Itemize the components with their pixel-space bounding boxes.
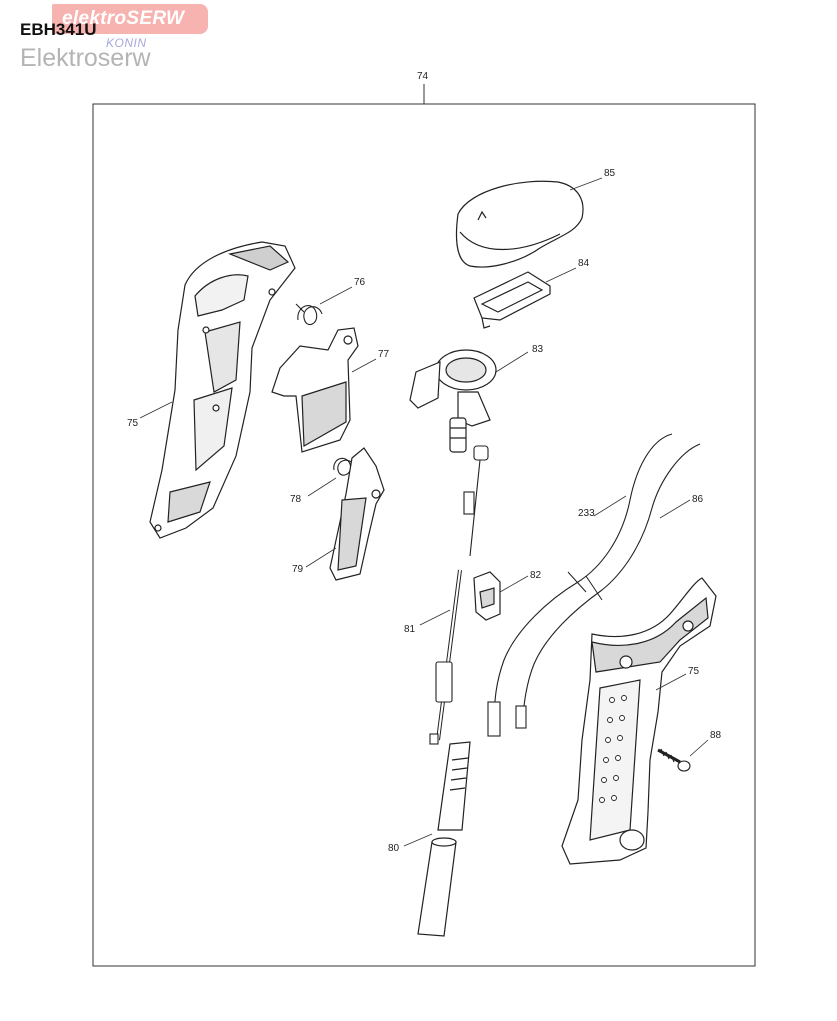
part-78-label: 78 xyxy=(290,494,302,505)
handle-left-half-part xyxy=(149,241,296,539)
watermark-brand: elektroSERW xyxy=(62,8,185,29)
switch-holder-part-83 xyxy=(409,349,497,453)
watermark-name: Elektroserw xyxy=(20,44,151,72)
cover-part-85 xyxy=(455,180,584,268)
part-84-label: 84 xyxy=(578,258,590,269)
rod-part-81 xyxy=(429,445,489,745)
handle-right-half-part xyxy=(561,577,717,865)
throttle-lever-part-77 xyxy=(271,327,359,453)
block-part-82 xyxy=(473,571,501,621)
part-83-label: 83 xyxy=(532,344,544,355)
lock-lever-part-79 xyxy=(329,447,385,581)
part-76-label: 76 xyxy=(354,277,366,288)
frame-part-84 xyxy=(473,271,551,329)
spring-part-78 xyxy=(333,457,355,476)
part-82-label: 82 xyxy=(530,570,542,581)
watermark-city: KONIN xyxy=(106,36,147,50)
watermark-logo-badge: elektroSERW xyxy=(52,4,208,34)
cable-break-mark xyxy=(567,571,603,601)
part-77-label: 77 xyxy=(378,349,390,360)
assembly-frame xyxy=(92,103,756,967)
model-title: EBH341U xyxy=(20,20,97,39)
spring-part-76 xyxy=(295,303,323,326)
part-233-label: 233 xyxy=(578,508,595,519)
tube-part-80 xyxy=(417,741,471,937)
part-80-label: 80 xyxy=(388,843,400,854)
cable-part-233 xyxy=(487,433,673,737)
part-88-label: 88 xyxy=(710,730,722,741)
cable-part-86 xyxy=(515,443,701,729)
part-75-left-label: 75 xyxy=(127,418,139,429)
part-85-label: 85 xyxy=(604,168,616,179)
part-81-label: 81 xyxy=(404,624,416,635)
part-86-label: 86 xyxy=(692,494,704,505)
assembly-label: 74 xyxy=(417,71,429,82)
part-79-label: 79 xyxy=(292,564,304,575)
screw-part-88 xyxy=(657,748,691,772)
part-75-right-label: 75 xyxy=(688,666,700,677)
